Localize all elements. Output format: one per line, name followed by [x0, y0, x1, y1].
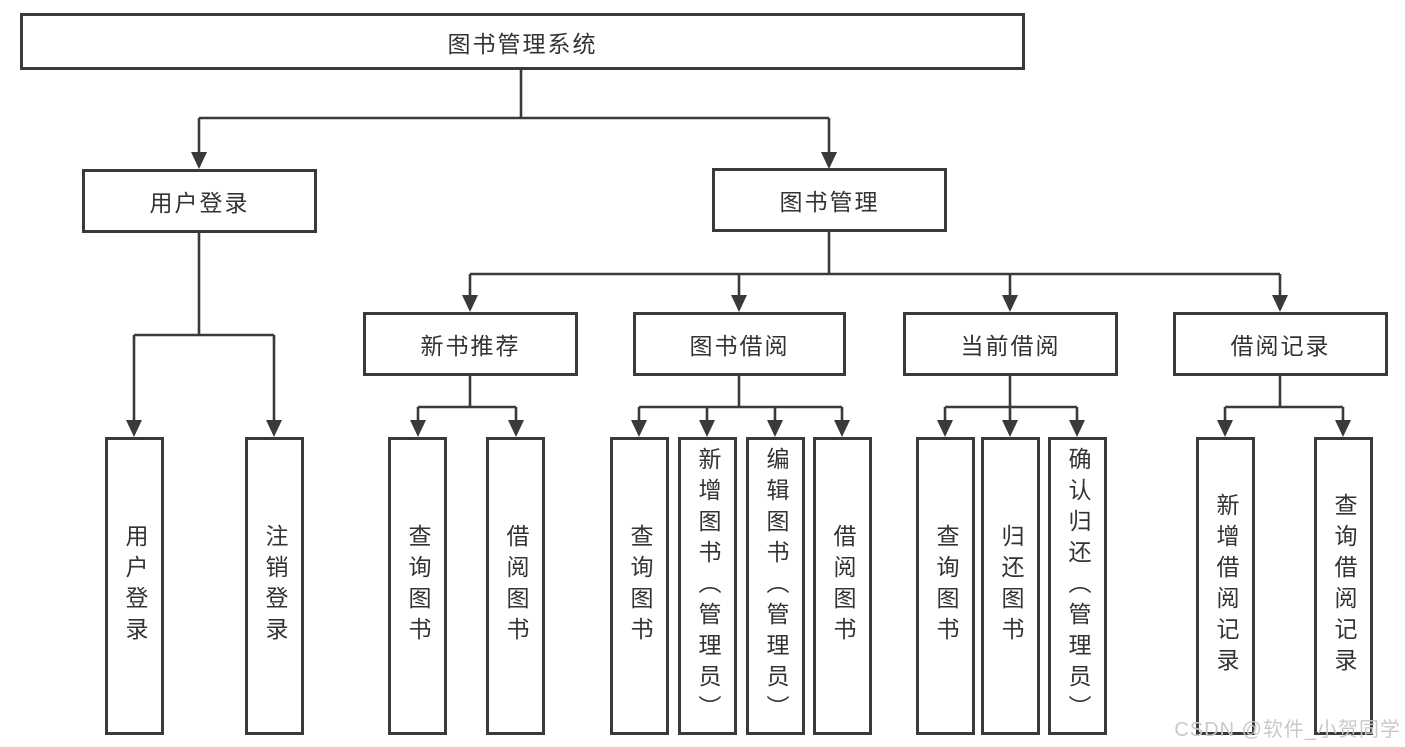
connector-path [132, 70, 1345, 421]
leaf-return-books: 归还图书 [981, 437, 1040, 735]
leaf-add-book-admin: 新增图书（管理员） [678, 437, 737, 735]
leaf-label: 借阅图书 [503, 524, 529, 648]
leaf-user-login: 用户登录 [105, 437, 164, 735]
leaf-label: 查询图书 [933, 524, 959, 648]
leaf-label: 借阅图书 [830, 524, 856, 648]
leaf-logout: 注销登录 [245, 437, 304, 735]
csdn-watermark: CSDN @软件_小贺同学 [1174, 719, 1401, 741]
node-book-borrowing: 图书借阅 [633, 312, 846, 376]
leaf-label: 确认归还（管理员） [1065, 446, 1091, 726]
leaf-query-books-2: 查询图书 [610, 437, 669, 735]
leaf-query-books-3: 查询图书 [916, 437, 975, 735]
node-root: 图书管理系统 [20, 13, 1025, 70]
leaf-label: 新增图书（管理员） [695, 446, 721, 726]
leaf-edit-book-admin: 编辑图书（管理员） [746, 437, 805, 735]
leaf-label: 查询图书 [405, 524, 431, 648]
node-current-borrowing: 当前借阅 [903, 312, 1118, 376]
leaf-label: 新增借阅记录 [1213, 493, 1239, 679]
leaf-label: 注销登录 [262, 524, 288, 648]
leaf-label: 查询图书 [627, 524, 653, 648]
leaf-confirm-return-admin: 确认归还（管理员） [1048, 437, 1107, 735]
leaf-borrow-books-2: 借阅图书 [813, 437, 872, 735]
leaf-label: 用户登录 [122, 524, 148, 648]
leaf-label: 归还图书 [998, 524, 1024, 648]
node-book-management: 图书管理 [712, 168, 947, 232]
leaf-query-borrow-record: 查询借阅记录 [1314, 437, 1373, 735]
leaf-borrow-books-1: 借阅图书 [486, 437, 545, 735]
leaf-label: 查询借阅记录 [1331, 493, 1357, 679]
node-user-login: 用户登录 [82, 169, 317, 233]
leaf-query-books-1: 查询图书 [388, 437, 447, 735]
leaf-add-borrow-record: 新增借阅记录 [1196, 437, 1255, 735]
node-new-book-recommend: 新书推荐 [363, 312, 578, 376]
node-borrow-records: 借阅记录 [1173, 312, 1388, 376]
leaf-label: 编辑图书（管理员） [763, 446, 789, 726]
